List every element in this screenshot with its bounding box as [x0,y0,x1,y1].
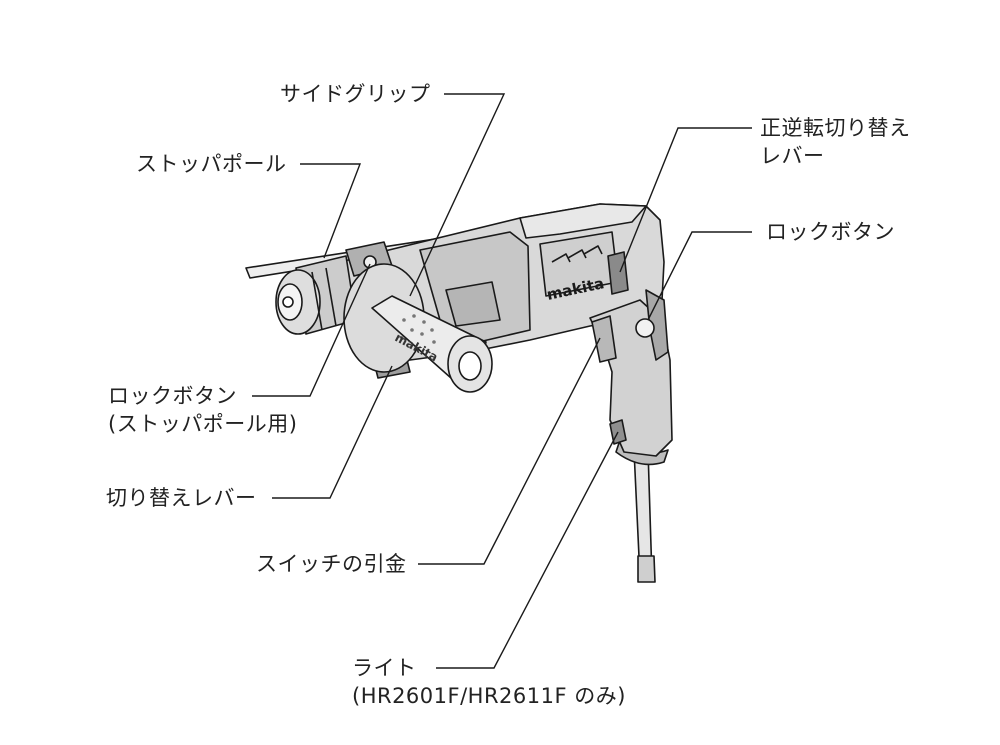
label-switch-trigger: スイッチの引金 [256,552,407,576]
leader-light [436,431,619,669]
leader-stopper-pole [300,163,362,259]
leader-fwd-rev-lever [619,127,752,273]
label-stopper-pole: ストッパポール [136,152,287,176]
label-lock-button: ロックボタン [766,220,895,244]
forward-reverse-lever [607,251,629,295]
label-lock-button-stopper-pole: ロックボタン (ストッパポール用) [108,384,298,436]
power-cord [615,439,669,583]
leader-switch-trigger [418,337,601,565]
label-side-grip: サイドグリップ [280,82,431,106]
side-grip [343,263,493,393]
leader-lock-button-stopper [252,263,371,397]
label-light: ライト (HR2601F/HR2611F のみ) [352,656,626,708]
switch-trigger [591,315,617,363]
leader-lines [252,93,752,669]
rotary-hammer-illustration [245,203,673,583]
label-forward-reverse-lever: 正逆転切り替え レバー [760,116,911,168]
leader-change-lever [272,365,393,499]
leader-side-grip [409,93,506,297]
leader-lock-button [647,231,752,321]
chuck [275,241,393,335]
handle [589,289,673,457]
label-change-lever: 切り替えレバー [106,486,257,510]
